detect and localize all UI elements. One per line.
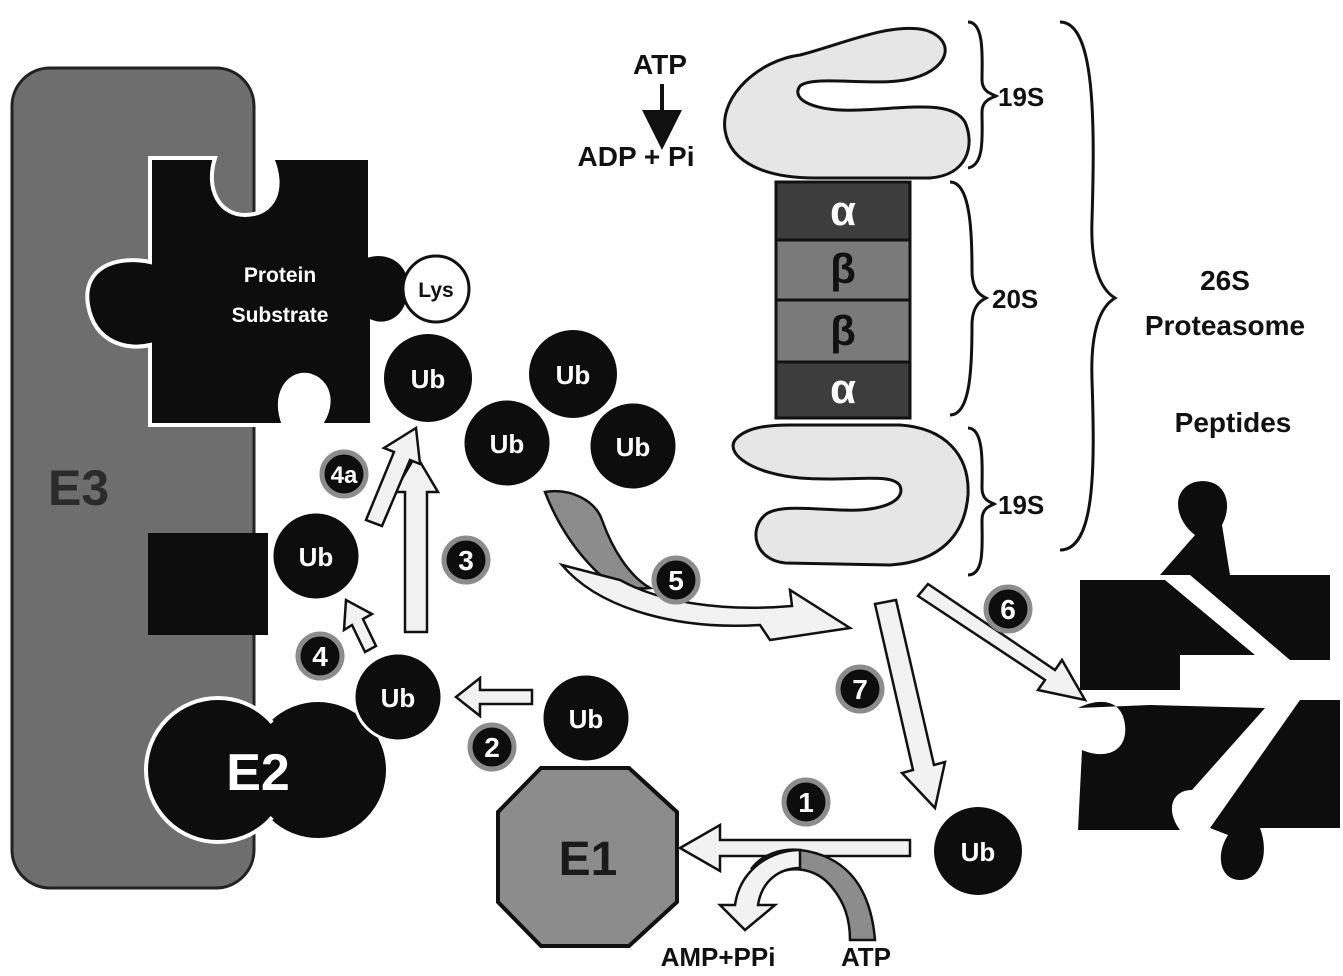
e1-octagon xyxy=(496,766,679,948)
step-3-label: 3 xyxy=(458,545,474,576)
ring-alpha-bottom-label: α xyxy=(830,365,856,412)
arrow-step-5-gray xyxy=(543,489,654,590)
ub-e3 xyxy=(270,510,362,602)
lys-circle xyxy=(401,254,471,324)
lys-label: Lys xyxy=(418,279,453,302)
ub-chain-2-label: Ub xyxy=(556,360,591,390)
atp-top-label: ATP xyxy=(633,49,687,80)
brace-26s xyxy=(1059,20,1118,552)
ub-chain-4 xyxy=(587,400,679,492)
e1-label: E1 xyxy=(559,833,618,886)
brace-20s xyxy=(949,180,990,417)
step-6-label: 6 xyxy=(1000,594,1016,625)
label-19s-bottom: 19S xyxy=(998,490,1044,520)
arrow-step-5-light xyxy=(558,562,854,642)
step-badge-4: 4 xyxy=(295,631,345,681)
step-7-label: 7 xyxy=(852,674,868,705)
step-4-label: 4 xyxy=(312,641,328,672)
ring-alpha-bottom xyxy=(774,360,912,420)
peptide-fragment-3 xyxy=(1078,701,1265,830)
arrow-step-2 xyxy=(453,675,534,719)
ub-chain-3-label: Ub xyxy=(490,429,525,459)
proteasome-19s-bottom xyxy=(731,423,970,567)
atp-bottom-label: ATP xyxy=(841,942,891,972)
arrow-step-1 xyxy=(677,822,912,874)
arrow-step-6 xyxy=(916,582,1088,702)
ub-e2-label: Ub xyxy=(381,683,416,713)
step-4a-label: 4a xyxy=(331,462,358,489)
step-badge-3: 3 xyxy=(441,535,491,585)
brace-19s-bottom xyxy=(967,426,998,577)
ring-beta-top xyxy=(774,238,912,302)
step-badge-4a: 4a xyxy=(319,449,369,499)
arrow-amp-curve-light xyxy=(716,848,802,932)
ring-alpha-top xyxy=(774,180,912,242)
protein-substrate-shape xyxy=(85,156,413,427)
ub-e3-label: Ub xyxy=(299,542,334,572)
ub-free-label: Ub xyxy=(961,837,996,867)
arrow-step-3 xyxy=(391,452,441,634)
label-26s-line1: 26S xyxy=(1200,265,1250,296)
arrow-step-7 xyxy=(873,598,947,811)
step-badge-1: 1 xyxy=(781,777,831,827)
e2-circle-right-cover xyxy=(252,704,384,836)
ub-e1-label: Ub xyxy=(569,704,604,734)
ub-chain-2 xyxy=(529,330,617,418)
peptide-fragment-4 xyxy=(1210,700,1340,880)
ub-chain-1 xyxy=(384,334,472,422)
step-2-label: 2 xyxy=(484,732,500,763)
step-badge-5: 5 xyxy=(651,555,701,605)
protein-substrate-label-1: Protein xyxy=(244,264,316,287)
label-19s-top: 19S xyxy=(998,82,1044,112)
ub-chain-1-label: Ub xyxy=(411,364,446,394)
step-5-label: 5 xyxy=(668,565,684,596)
ring-beta-bottom xyxy=(774,298,912,364)
label-26s-line2: Proteasome xyxy=(1145,310,1305,341)
proteasome-19s-top xyxy=(723,26,971,180)
brace-19s-top xyxy=(967,20,1000,170)
e3-hect-square xyxy=(148,533,268,635)
protein-substrate-label-2: Substrate xyxy=(232,304,329,327)
arrow-atp-curve-gray xyxy=(749,848,877,942)
step-badge-2: 2 xyxy=(467,722,517,772)
step-badge-7: 7 xyxy=(835,664,885,714)
step-1-label: 1 xyxy=(798,787,814,818)
label-20s: 20S xyxy=(992,284,1038,314)
ub-e1 xyxy=(540,672,632,764)
ub-e2 xyxy=(352,651,444,743)
ub-chain-4-label: Ub xyxy=(616,432,651,462)
e3-label: E3 xyxy=(48,460,109,516)
ring-beta-top-label: β xyxy=(830,245,856,292)
arrow-step-4a xyxy=(364,425,422,528)
ring-beta-bottom-label: β xyxy=(830,307,856,354)
ub-free xyxy=(934,807,1022,895)
step-badge-6: 6 xyxy=(983,584,1033,634)
peptide-fragment-2 xyxy=(1080,580,1255,690)
amp-ppi-label: AMP+PPi xyxy=(661,942,776,972)
peptides-label: Peptides xyxy=(1175,407,1292,438)
ub-chain-3 xyxy=(461,397,553,489)
ring-alpha-top-label: α xyxy=(830,187,856,234)
e2-label: E2 xyxy=(226,744,290,802)
adp-pi-label: ADP + Pi xyxy=(578,141,695,172)
arrow-step-4 xyxy=(342,597,378,654)
peptide-fragment-1 xyxy=(1160,481,1330,660)
